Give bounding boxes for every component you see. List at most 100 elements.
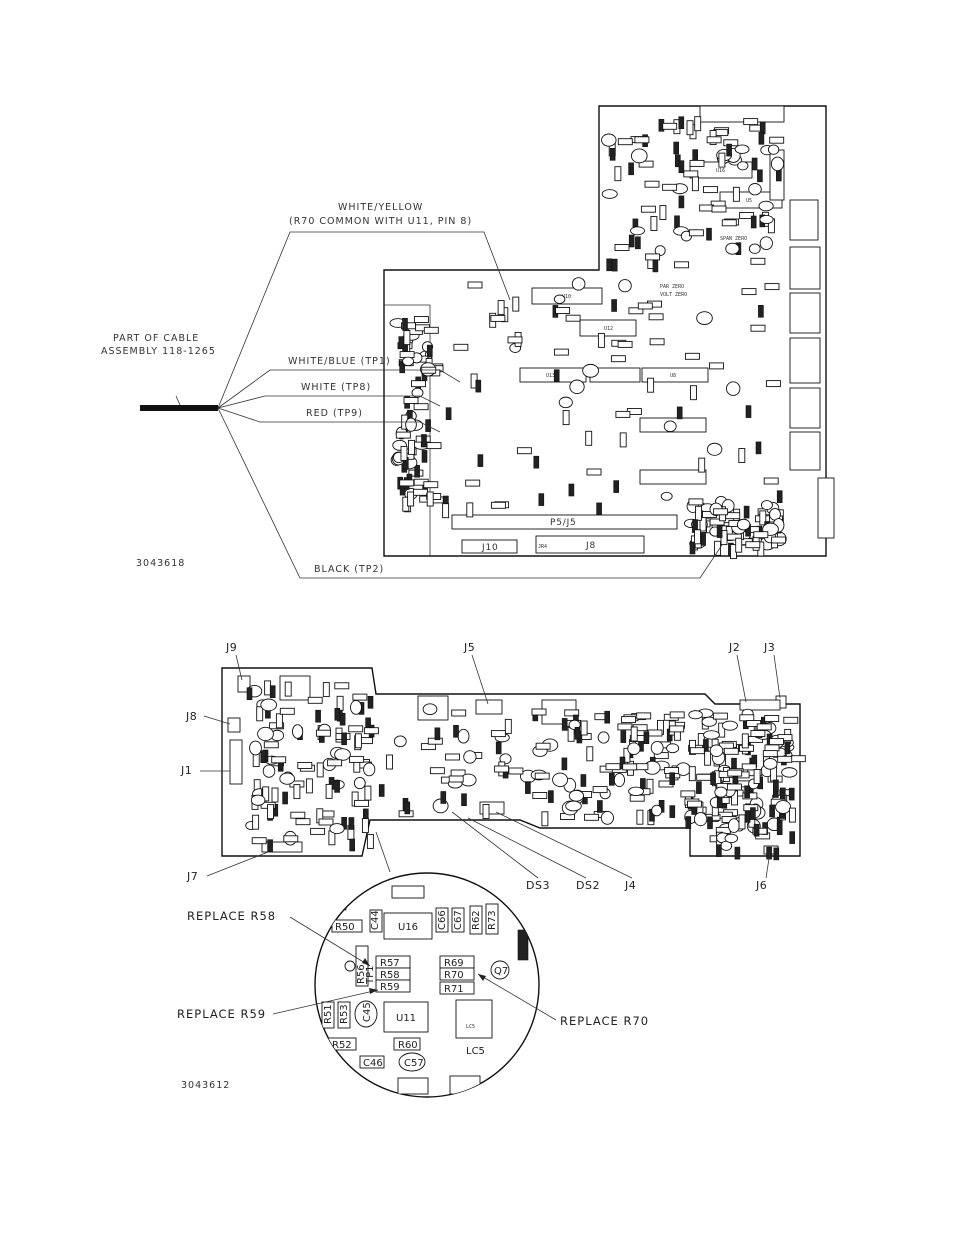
pcb-component: [630, 148, 648, 164]
pcb-component: [413, 403, 429, 411]
pcb-component: [564, 709, 580, 717]
svg-text:Q7: Q7: [494, 966, 508, 977]
pcb-component: [548, 790, 554, 803]
pcb-component: [777, 755, 793, 763]
svg-text:C46: C46: [363, 1058, 383, 1069]
pcb-component: [676, 406, 683, 420]
pcb-component: [395, 431, 411, 439]
pcb-component: [264, 680, 272, 696]
svg-text:LC5: LC5: [466, 1046, 485, 1057]
pcb-component: [448, 775, 464, 783]
pcb-component: [561, 757, 568, 771]
svg-text:U16: U16: [398, 922, 418, 933]
pcb-component: [743, 118, 759, 126]
pcb-component: [617, 340, 633, 348]
pcb-component: [512, 296, 520, 312]
pcb-component: [421, 434, 427, 447]
pcb-component: [738, 448, 746, 463]
pcb-component: [325, 783, 333, 799]
pcb-component: [525, 781, 531, 794]
pcb-component: [742, 792, 758, 800]
pcb-component: [538, 493, 545, 506]
pcb-component: [407, 491, 415, 507]
pcb-component: [307, 696, 323, 704]
pcb-component: [348, 817, 355, 830]
pcb-component: [769, 738, 784, 746]
pcb-component: [721, 219, 737, 227]
label-j1: J1: [180, 764, 192, 777]
svg-text:C66: C66: [437, 910, 448, 930]
pcb-component: [386, 754, 393, 770]
pcb-component: [316, 762, 324, 778]
svg-text:C45: C45: [362, 1002, 373, 1022]
pcb-component: [322, 682, 330, 698]
wire-red-leader: [217, 407, 441, 433]
pcb-component: [413, 488, 428, 496]
pcb-component: [739, 714, 755, 722]
svg-text:R73: R73: [487, 910, 498, 930]
pcb-component: [637, 302, 653, 310]
pcb-component: [696, 781, 702, 794]
wire-white-blue-leader: [217, 369, 461, 409]
pcb-component: [461, 793, 467, 807]
pcb-component: [552, 772, 569, 787]
callout-replace-r70: REPLACE R70: [560, 1014, 649, 1028]
pcb-component: [760, 500, 773, 511]
svg-text:C67: C67: [453, 910, 464, 930]
pcb-component: [341, 732, 347, 746]
pcb-component: [263, 741, 279, 749]
pcb-component: [353, 777, 366, 790]
pcb-component: [269, 685, 276, 699]
pcb-component: [608, 772, 615, 786]
pcb-component: [735, 537, 743, 553]
pcb-component: [561, 718, 568, 731]
pcb-component: [400, 445, 408, 461]
pcb-component: [293, 784, 301, 800]
svg-text:R62: R62: [471, 910, 482, 930]
pcb-component: [582, 363, 600, 378]
pcb-component: [741, 733, 749, 749]
pcb-component: [267, 804, 274, 820]
pcb-component: [440, 791, 447, 804]
pcb-component: [776, 490, 783, 504]
pcb-component: [652, 259, 659, 273]
pcb-component: [534, 772, 550, 780]
pcb-component: [704, 750, 712, 766]
pcb-component: [638, 160, 654, 168]
pcb-component: [619, 432, 627, 448]
pcb-component: [689, 541, 696, 555]
pcb-component: [709, 362, 724, 370]
svg-text:R59: R59: [380, 982, 400, 993]
pcb-component: [618, 279, 632, 293]
pcb-component: [753, 769, 761, 784]
pcb-component: [329, 823, 345, 835]
pcb-component: [647, 377, 655, 393]
pcb-component: [764, 715, 780, 722]
pcb-component: [718, 722, 726, 738]
pcb-component: [744, 810, 751, 823]
label-j7: J7: [186, 870, 198, 883]
pcb-component: [674, 215, 680, 229]
pcb-component: [763, 477, 779, 485]
label-ds3: DS3: [526, 879, 550, 892]
pcb-component: [584, 813, 599, 821]
pcb-component: [586, 746, 594, 762]
pcb-component: [466, 502, 474, 518]
pcb-component: [366, 833, 374, 849]
pcb-component: [250, 794, 266, 806]
pcb-component: [614, 244, 630, 251]
pcb-component: [426, 491, 434, 507]
pcb-component: [499, 753, 512, 765]
pcb-component: [643, 731, 650, 745]
pcb-component: [596, 502, 602, 516]
pcb-component: [414, 464, 420, 478]
pcb-component: [734, 846, 741, 860]
p5j5-label: P5/J5: [550, 518, 577, 528]
pcb-component: [703, 186, 718, 194]
pcb-component: [669, 805, 676, 818]
j8-label: J8: [585, 541, 596, 551]
pcb-component: [750, 730, 766, 737]
pcb-component: [310, 827, 326, 835]
pcb-component: [684, 352, 700, 360]
pcb-component: [732, 186, 740, 202]
